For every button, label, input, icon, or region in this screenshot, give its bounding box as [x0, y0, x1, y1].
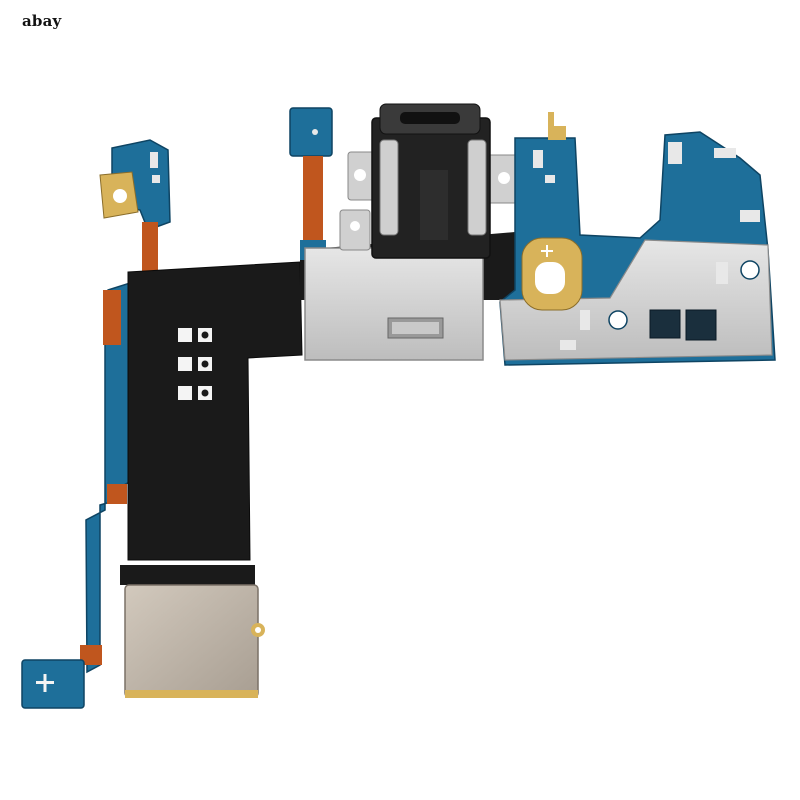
- watermark-text: abay: [22, 12, 62, 30]
- plus-tab-bottom-left: [21, 659, 85, 709]
- bottom-shield-can: [120, 565, 265, 698]
- microphone-icon: [312, 129, 318, 135]
- upper-left-contact-board: [99, 139, 171, 292]
- chip-a: [649, 309, 681, 339]
- plus-marking-icon: [541, 245, 553, 257]
- usb-c-port-assembly: [304, 103, 523, 361]
- plus-marking-icon: [36, 674, 54, 692]
- label-squares: [178, 328, 212, 400]
- right-pcb-board: [499, 112, 776, 366]
- left-antenna-arm: [80, 281, 134, 674]
- gold-ring-contact: [521, 237, 583, 311]
- chip-b: [685, 309, 717, 341]
- microphone-tab: [289, 107, 333, 260]
